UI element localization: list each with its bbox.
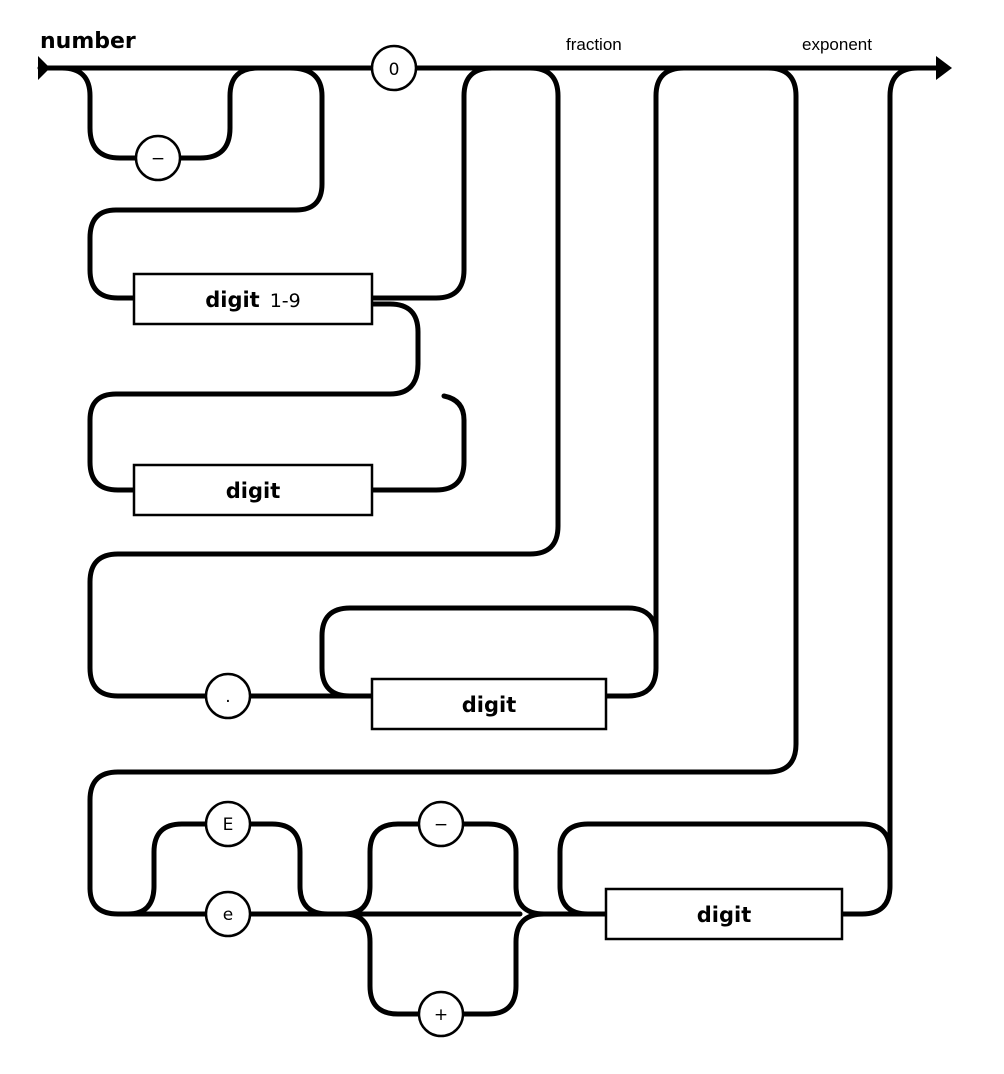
terminal-exp-upper: E: [204, 800, 252, 848]
exp-sign-plus-join: [461, 911, 547, 1017]
nonterminal-digit-integer: digit: [132, 463, 374, 517]
terminal-decimal-point-label: .: [225, 687, 230, 707]
nonterminal-digit-1-9-suffix: 1-9: [270, 290, 301, 312]
exp-sign-minus-join: [461, 821, 547, 917]
terminal-zero: 0: [370, 44, 418, 92]
terminal-exp-lower-label: e: [223, 905, 233, 925]
digit-loop-entry: [87, 301, 421, 493]
nonterminal-digit-fraction-label: digit: [462, 693, 517, 717]
integer-branch: [87, 65, 325, 301]
terminal-zero-label: 0: [389, 60, 400, 80]
terminal-minus-label: −: [151, 149, 165, 169]
fraction-branch: [87, 65, 561, 699]
exp-sign-minus: [341, 821, 421, 917]
nonterminal-digit-1-9-text: digit 1-9: [205, 288, 301, 312]
diagram-title: number: [40, 29, 136, 54]
start-arrow-icon: [38, 56, 50, 80]
integer-exit: [369, 65, 495, 301]
diagram-wires: [37, 65, 943, 1017]
terminal-exp-upper-label: E: [223, 815, 234, 835]
nonterminal-digit-exponent-label: digit: [697, 903, 752, 927]
terminal-exp-minus: −: [417, 800, 465, 848]
fraction-digit-loop: [319, 605, 659, 699]
exp-e-join: [247, 821, 331, 917]
terminal-exp-lower: e: [204, 890, 252, 938]
exponent-label: exponent: [802, 35, 872, 54]
nonterminal-digit-1-9: digit 1-9: [132, 272, 374, 326]
nonterminal-digit-fraction: digit: [370, 677, 608, 731]
terminal-exp-minus-label: −: [434, 815, 448, 835]
exponent-exit: [887, 65, 921, 855]
nonterminal-digit-1-9-label: digit: [205, 288, 260, 312]
exp-digit-loop: [557, 821, 893, 917]
exp-sign-plus: [341, 911, 421, 1017]
fraction-exit: [653, 65, 687, 643]
terminal-decimal-point: .: [204, 672, 252, 720]
end-arrow-icon: [936, 56, 952, 80]
exp-e-fork: [125, 821, 209, 917]
terminal-exp-plus: +: [417, 990, 465, 1038]
terminal-exp-plus-label: +: [434, 1005, 448, 1025]
fraction-label: fraction: [566, 35, 622, 54]
nonterminal-digit-exponent: digit: [604, 887, 844, 941]
terminal-minus: −: [134, 134, 182, 182]
exponent-branch: [87, 65, 799, 917]
nonterminal-digit-integer-label: digit: [226, 479, 281, 503]
digit-loop-exit: [369, 393, 467, 493]
